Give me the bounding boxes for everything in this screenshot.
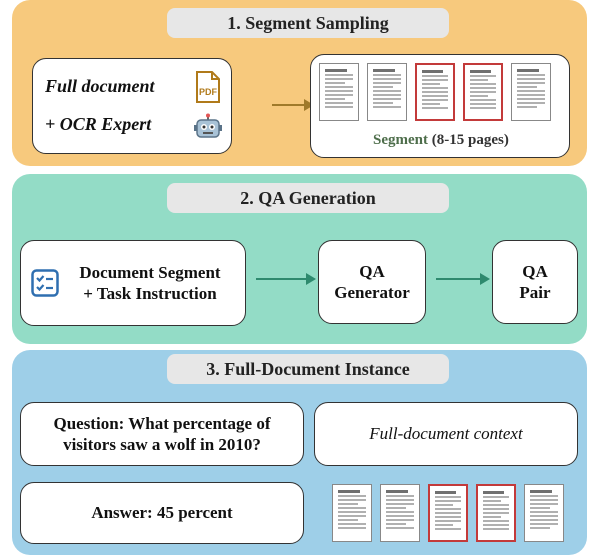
segment-caption: Segment (8-15 pages) [373,131,509,150]
qa-generation-panel: 2. QA Generation Document Segment + Task… [12,174,587,344]
segment-range: (8-15 pages) [431,132,509,148]
panel-title-segment-sampling: 1. Segment Sampling [167,8,449,38]
answer-label: Answer: 45 percent [91,503,233,523]
segment-box: Segment (8-15 pages) [310,54,570,158]
segment-page-1 [319,63,359,121]
robot-icon [194,113,222,138]
segment-sampling-panel: 1. Segment Sampling Full document + OCR … [12,0,587,166]
qa-pair-line1: QA [522,261,548,281]
segment-page-4-selected [463,63,503,121]
segment-word: Segment [373,132,428,148]
qa-generator-line2: Generator [334,283,410,302]
full-document-label: Full document [45,76,155,97]
question-line1: Question: What percentage of [53,413,271,433]
task-instruction-label: + Task Instruction [83,284,217,303]
context-page-3-selected [428,484,468,542]
segment-page-2 [367,63,407,121]
qa-pair-line2: Pair [519,283,551,302]
document-segment-box: Document Segment + Task Instruction [20,240,246,326]
context-page-4-selected [476,484,516,542]
qa-generator-line1: QA [359,261,385,281]
full-document-context-box: Full-document context [314,402,578,466]
svg-text:PDF: PDF [199,87,218,97]
full-document-context-label: Full-document context [369,424,523,444]
sampling-arrow [272,99,314,111]
segment-page-5 [511,63,551,121]
qa-generator-box: QA Generator [318,240,426,324]
answer-box: Answer: 45 percent [20,482,304,544]
context-page-2 [380,484,420,542]
question-line2: visitors saw a wolf in 2010? [63,435,261,454]
ocr-expert-label: + OCR Expert [45,114,152,134]
document-segment-label: Document Segment [79,262,221,282]
qa-pair-box: QA Pair [492,240,578,324]
panel-title-full-document-instance: 3. Full-Document Instance [167,354,449,384]
question-box: Question: What percentage of visitors sa… [20,402,304,466]
pdf-icon: PDF [196,71,220,103]
generation-arrow-2 [436,273,490,285]
generation-arrow-1 [256,273,316,285]
full-document-instance-panel: 3. Full-Document Instance Question: What… [12,350,587,555]
segment-page-3-selected [415,63,455,121]
checklist-icon [31,269,59,297]
full-document-box: Full document + OCR Expert PDF [32,58,232,154]
panel-title-qa-generation: 2. QA Generation [167,183,449,213]
context-page-1 [332,484,372,542]
context-page-5 [524,484,564,542]
